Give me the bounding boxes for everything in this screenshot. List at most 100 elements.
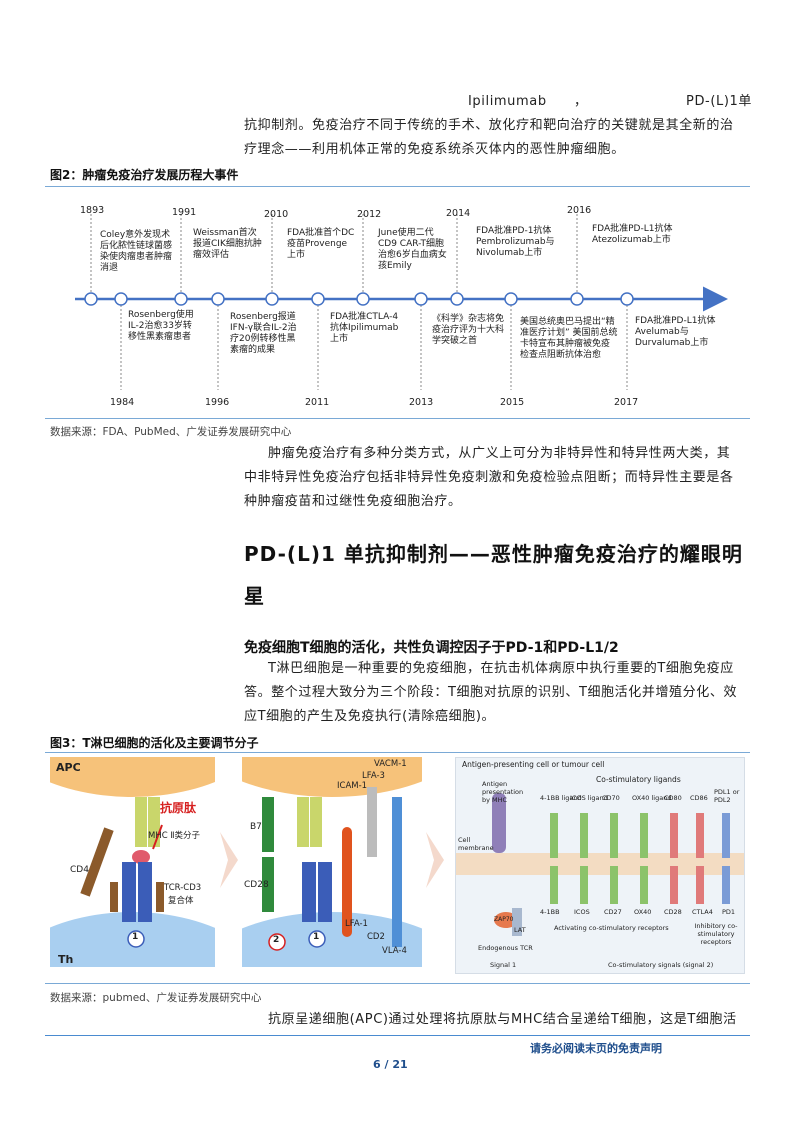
signal1-label: Signal 1 (490, 961, 517, 969)
year-1984: 1984 (110, 397, 135, 408)
ligand-bar (640, 813, 648, 858)
ligand-ox40: OX40 ligand (632, 794, 672, 802)
year-2015: 2015 (500, 397, 525, 408)
panel-arrow-1 (220, 832, 238, 888)
lfa1-label: LFA-1 (345, 919, 368, 929)
timeline-marker-top (356, 292, 370, 306)
ligand-bar (722, 813, 730, 858)
receptor-bar (640, 866, 648, 904)
ligand-41bb: 4-1BB ligand (540, 794, 582, 802)
year-1893: 1893 (80, 205, 105, 216)
para3-line1: T淋巴细胞是一种重要的免疫细胞，在抗击机体病原中执行重要的T细胞免疫应 (268, 661, 734, 676)
ligand-bar (580, 813, 588, 858)
year-2012: 2012 (357, 209, 382, 220)
figure2-timeline (75, 214, 728, 390)
year-2014: 2014 (446, 208, 471, 219)
panel3-header: Antigen-presenting cell or tumour cell (462, 760, 605, 769)
intro-line3: 疗理念——利用机体正常的免疫系统杀灭体内的恶性肿瘤细胞。 (244, 142, 625, 157)
timeline-marker-bottom (620, 292, 634, 306)
year-2017: 2017 (614, 397, 639, 408)
panel-arrow-2 (426, 832, 444, 888)
tcr-label: TCR-CD3 (164, 883, 202, 893)
figure3-panel1: APC 抗原肽 MHC Ⅱ类分子 CD4 TCR-CD3 复合体 1 Th (50, 757, 215, 967)
section-heading-line2: 星 (244, 584, 265, 608)
figure2-bottom-rule (45, 418, 750, 419)
ligand-bar (670, 813, 678, 858)
icam-label: ICAM-1 (337, 781, 368, 791)
event-2011: FDA批准CTLA-4抗体Ipilimumab上市 (330, 312, 399, 344)
receptor-bar (670, 866, 678, 904)
para2-line3: 种肿瘤疫苗和过继性免疫细胞治疗。 (244, 494, 462, 509)
subsection-heading: 免疫细胞T细胞的活化，共性负调控因子于PD-1和PD-L1/2 (244, 640, 619, 656)
lat-label: LAT (514, 926, 526, 934)
event-1893: Coley意外发现术后化脓性链球菌感染使肉瘤患者肿瘤消退 (100, 230, 173, 273)
timeline-marker-bottom (504, 292, 518, 306)
receptor-ctla4: CTLA4 (692, 908, 713, 916)
costim-ligands-label: Co-stimulatory ligands (596, 775, 681, 784)
ligand-cd80: CD80 (664, 794, 682, 802)
receptor-cd27: CD27 (604, 908, 622, 916)
apc-cell-2 (242, 757, 422, 797)
intro-line1-comma: ， (574, 94, 588, 109)
receptor-ox40: OX40 (634, 908, 652, 916)
disclaimer: 请务必阅读末页的免责声明 (530, 1042, 662, 1055)
figure2-top-rule (45, 186, 750, 187)
figure3-source: 数据来源：pubmed、广发证券发展研究中心 (50, 992, 262, 1004)
section-heading-line1: PD-(L)1 单抗抑制剂——恶性肿瘤免疫治疗的耀眼明 (244, 542, 743, 566)
mhc-label: MHC Ⅱ类分子 (148, 831, 201, 841)
year-1991: 1991 (172, 207, 197, 218)
timeline-marker-bottom (311, 292, 325, 306)
event-1984: Rosenberg使用IL-2治愈33岁转移性黑素瘤患者 (128, 310, 194, 342)
ligand-cd70: CD70 (602, 794, 620, 802)
figure2-title: 图2：肿瘤免疫治疗发展历程大事件 (50, 168, 239, 182)
timeline-marker-top (450, 292, 464, 306)
timeline-marker-bottom (414, 292, 428, 306)
page-number: 6 / 21 (373, 1058, 408, 1071)
cell-membrane-label: Cell membrane (458, 836, 494, 852)
event-2013: 《科学》杂志将免疫治疗评为十大科学突破之首 (432, 314, 505, 346)
antigen-label: 抗原肽 (160, 801, 197, 815)
inhibitory-label: Inhibitory co-stimulatory receptors (694, 922, 738, 946)
figure2-source: 数据来源：FDA、PubMed、广发证券发展研究中心 (50, 426, 292, 438)
antigen-presentation-label: Antigen presentation by MHC (482, 780, 524, 804)
receptor-cd28: CD28 (664, 908, 682, 916)
footer-rule (45, 1035, 750, 1036)
para2-line2: 中非特异性免疫治疗包括非特异性免疫刺激和免疫检验点阻断；而特异性主要是各 (244, 470, 734, 485)
zap70-label: ZAP70 (494, 916, 514, 923)
event-2017: FDA批准PD-L1抗体Avelumab与Durvalumab上市 (635, 316, 716, 348)
apc-label: APC (56, 761, 81, 774)
figure3-bottom-rule (45, 983, 750, 984)
activating-label: Activating co-stimulatory receptors (554, 924, 669, 932)
year-2011: 2011 (305, 397, 330, 408)
year-2010: 2010 (264, 209, 289, 220)
event-2015: 美国总统奥巴马提出“精准医疗计划” 美国前总统卡特宣布其肿瘤被免疫检查点阻断抗体… (520, 317, 618, 360)
ligand-bar (696, 813, 704, 858)
cd2-label: CD2 (367, 932, 385, 942)
signal-number-1: 1 (313, 932, 320, 942)
event-1991: Weissman首次报道CIK细胞抗肿瘤效评估 (193, 228, 262, 260)
event-2010: FDA批准首个DC疫苗Provenge上市 (287, 228, 355, 260)
apc-cell (50, 757, 215, 797)
vacm-label: VACM-1 (374, 759, 407, 769)
timeline-marker-top (570, 292, 584, 306)
b7-label: B7 (250, 822, 262, 832)
event-2016: FDA批准PD-L1抗体Atezolizumab上市 (592, 224, 673, 245)
para2-line1: 肿瘤免疫治疗有多种分类方式，从广义上可分为非特异性和特异性两大类，其 (268, 446, 731, 461)
intro-line1-left: Ipilimumab (468, 94, 547, 109)
para3-line2: 答。整个过程大致分为三个阶段：T细胞对抗原的识别、T细胞活化并增殖分化、效 (244, 685, 738, 700)
receptor-bar (722, 866, 730, 904)
ligand-cd86: CD86 (690, 794, 708, 802)
intro-line1-right: PD-(L)1单 (686, 94, 752, 109)
signal-number-2: 2 (273, 935, 280, 945)
timeline-marker-top (174, 292, 188, 306)
timeline-marker-top (84, 292, 98, 306)
intro-line2: 抗抑制剂。免疫治疗不同于传统的手术、放化疗和靶向治疗的关键就是其全新的治 (244, 118, 734, 133)
para4: 抗原呈递细胞(APC)通过处理将抗原肽与MHC结合呈递给T细胞，这是T细胞活 (268, 1012, 737, 1027)
timeline-marker-bottom (211, 292, 225, 306)
signal2-label: Co-stimulatory signals (signal 2) (608, 961, 714, 969)
timeline-marker-top (265, 292, 279, 306)
cd4-label: CD4 (70, 865, 89, 875)
ligand-icos: ICOS ligand (570, 794, 608, 802)
t-cell-2 (242, 912, 422, 967)
receptor-pd1: PD1 (722, 908, 736, 916)
